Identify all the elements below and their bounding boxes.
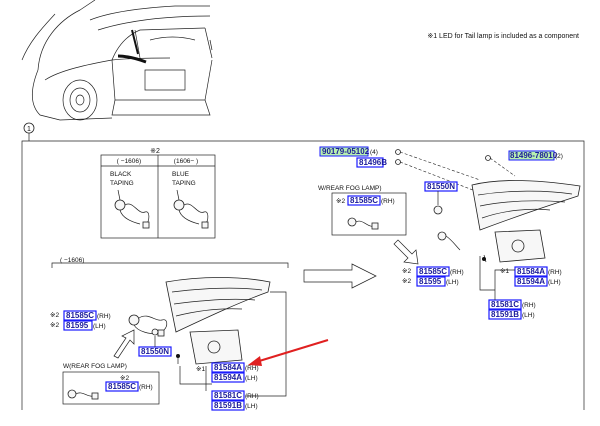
- right-group: 90179-05102 (4) 81496-78010 (2) 81496B W…: [318, 146, 581, 320]
- col1-label-2: TAPING: [110, 180, 134, 187]
- svg-text:(RH): (RH): [245, 393, 259, 400]
- svg-text:(4): (4): [370, 149, 378, 156]
- svg-text:(LH): (LH): [93, 323, 106, 330]
- col2-head: (1606− ): [174, 158, 198, 165]
- svg-text:(RH): (RH): [97, 313, 111, 320]
- fog-socket-icon: [67, 389, 99, 400]
- svg-text:※1: ※1: [196, 366, 205, 373]
- svg-text:(RH): (RH): [522, 302, 536, 309]
- svg-text:※2: ※2: [402, 268, 411, 275]
- taping-ref: ※2: [150, 148, 160, 155]
- red-pointer-arrow-icon: [248, 339, 329, 366]
- flow-arrow-up-icon: [113, 329, 135, 359]
- tail-lamp-left-icon: [165, 277, 271, 365]
- socket-harness-icon: [128, 314, 168, 337]
- col2-label-1: BLUE: [172, 171, 190, 178]
- svg-text:(RH): (RH): [548, 269, 562, 276]
- main-frame: [21, 140, 585, 152]
- part-81591B-r[interactable]: 81591B: [491, 310, 519, 319]
- screw-icon: [395, 149, 401, 155]
- svg-text:(LH): (LH): [522, 312, 535, 319]
- note-led: ※1 LED for Tail lamp is included as a co…: [427, 33, 579, 40]
- part-81584A-l[interactable]: 81584A: [214, 363, 242, 372]
- flow-arrow-icon: [393, 239, 419, 265]
- svg-text:※1: ※1: [500, 268, 509, 275]
- svg-text:(RH): (RH): [381, 198, 395, 205]
- svg-text:(RH): (RH): [139, 384, 153, 391]
- clip-icon: [395, 159, 401, 165]
- car-rear-view-icon: [21, 0, 213, 121]
- taping-table: ※2 ( −1606) (1606− ) BLACK TAPING BLUE T…: [100, 148, 216, 239]
- svg-text:(LH): (LH): [548, 279, 561, 286]
- svg-text:(LH): (LH): [446, 279, 459, 286]
- part-81581C-l[interactable]: 81581C: [214, 391, 242, 400]
- part-90179-05102[interactable]: 90179-05102: [322, 147, 370, 156]
- col2-label-2: TAPING: [172, 180, 196, 187]
- svg-text:※2: ※2: [402, 278, 411, 285]
- flow-arrow-right-icon: [303, 263, 377, 289]
- part-81594A-l[interactable]: 81594A: [214, 373, 242, 382]
- part-81585C-fog-r[interactable]: 81585C: [350, 196, 378, 205]
- left-group: ( −1606) ※2 ※2 81585C (RH) 81595 (LH) 81…: [50, 257, 377, 411]
- range-label: ( −1606): [60, 257, 84, 264]
- svg-text:(RH): (RH): [245, 365, 259, 372]
- svg-text:(2): (2): [555, 153, 563, 160]
- part-81496-78010[interactable]: 81496-78010: [510, 151, 558, 160]
- part-81496B[interactable]: 81496B: [359, 158, 387, 167]
- fog-socket-icon: [347, 217, 379, 230]
- svg-text:(LH): (LH): [245, 375, 258, 382]
- callout-number: 1: [27, 126, 31, 133]
- svg-text:(RH): (RH): [450, 269, 464, 276]
- part-81584A-r[interactable]: 81584A: [517, 267, 545, 276]
- svg-text:※2: ※2: [50, 322, 59, 329]
- part-81550N-r[interactable]: 81550N: [427, 182, 455, 191]
- socket-black-icon: [114, 189, 150, 229]
- part-81595-l[interactable]: 81595: [66, 321, 89, 330]
- part-81585C-l[interactable]: 81585C: [66, 311, 94, 320]
- part-81595-r[interactable]: 81595: [419, 277, 442, 286]
- part-81581C-r[interactable]: 81581C: [491, 300, 519, 309]
- svg-text:※2: ※2: [120, 375, 129, 382]
- svg-text:(LH): (LH): [245, 403, 258, 410]
- part-81591B-l[interactable]: 81591B: [214, 401, 242, 410]
- col1-head: ( −1606): [117, 158, 141, 165]
- fog-title-r: W/REAR FOG LAMP): [318, 185, 382, 192]
- fog-title-l: W(REAR FOG LAMP): [63, 363, 127, 370]
- svg-text:※2: ※2: [50, 312, 59, 319]
- part-81594A-r[interactable]: 81594A: [517, 277, 545, 286]
- screw-icon: [485, 155, 491, 161]
- part-81550N-l[interactable]: 81550N: [141, 347, 169, 356]
- svg-text:※2: ※2: [336, 198, 345, 205]
- part-81585C-r[interactable]: 81585C: [419, 267, 447, 276]
- col1-label-1: BLACK: [110, 171, 132, 178]
- tail-lamp-right-icon: [471, 180, 581, 263]
- socket-blue-icon: [173, 189, 209, 229]
- part-81585C-fog-l[interactable]: 81585C: [108, 382, 136, 391]
